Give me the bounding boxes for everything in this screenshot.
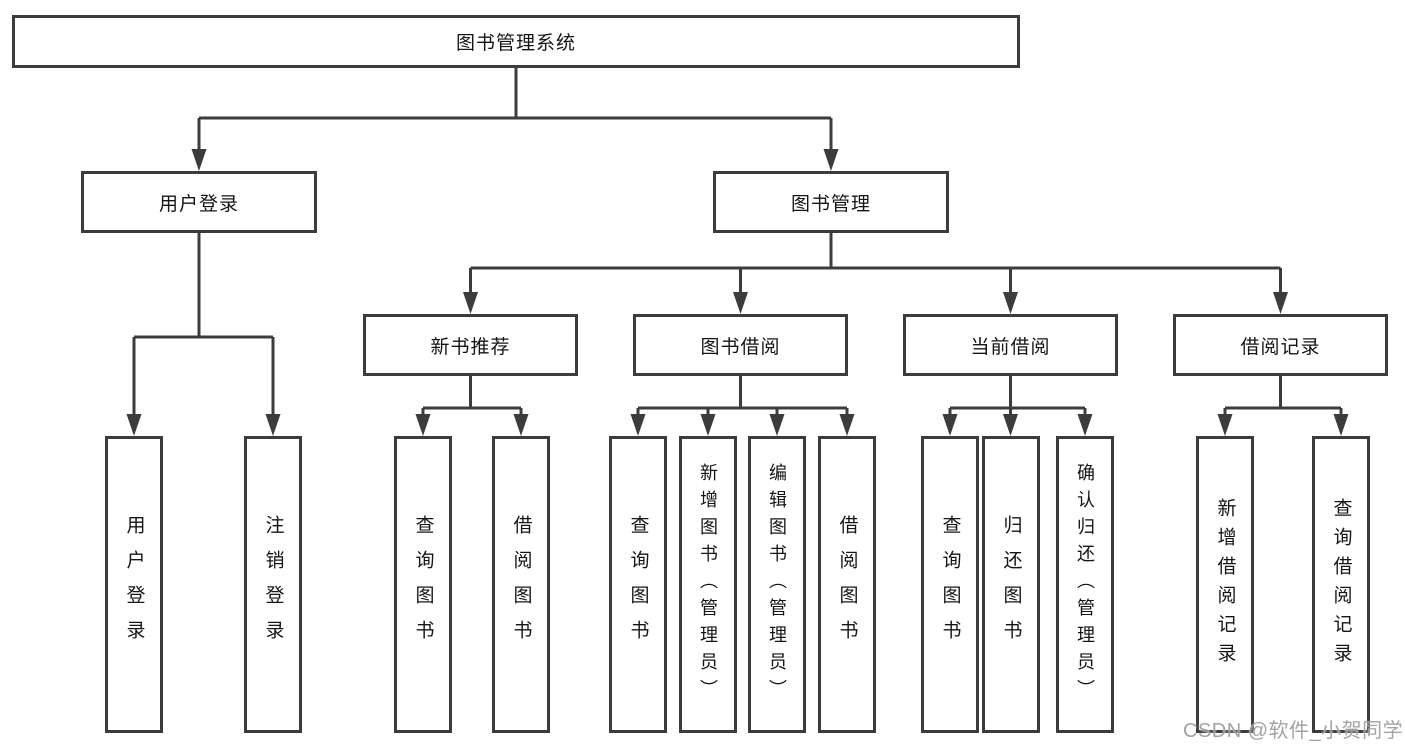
node-add-books-admin-label: 新增图书（管理员） [698, 463, 718, 706]
node-add-borrow-record-label: 新增借阅记录 [1214, 497, 1236, 672]
node-current-borrowing: 当前借阅 [903, 314, 1118, 376]
node-book-borrowing-label: 图书借阅 [700, 336, 781, 358]
node-book-borrowing: 图书借阅 [633, 314, 848, 376]
node-recommend-query-books: 查询图书 [394, 436, 452, 733]
node-borrowing-query-books-label: 查询图书 [627, 514, 649, 655]
node-user-login-label: 用户登录 [158, 193, 239, 215]
node-logout-leaf: 注销登录 [244, 436, 302, 733]
node-return-books-label: 归还图书 [1000, 514, 1022, 655]
node-recommend-borrow-books-label: 借阅图书 [510, 514, 532, 655]
node-add-borrow-record: 新增借阅记录 [1196, 436, 1254, 733]
node-library-system: 图书管理系统 [12, 15, 1020, 68]
node-book-management: 图书管理 [713, 171, 949, 233]
node-new-book-recommendation: 新书推荐 [363, 314, 578, 376]
node-query-borrow-record: 查询借阅记录 [1312, 436, 1370, 733]
node-user-login-leaf-label: 用户登录 [123, 514, 145, 655]
node-return-books: 归还图书 [982, 436, 1040, 733]
node-recommend-query-books-label: 查询图书 [412, 514, 434, 655]
arrowheads [126, 149, 1349, 436]
node-query-borrow-record-label: 查询借阅记录 [1330, 497, 1352, 672]
node-edit-books-admin-label: 编辑图书（管理员） [767, 463, 787, 706]
node-current-query-books: 查询图书 [921, 436, 979, 733]
node-current-borrowing-label: 当前借阅 [970, 336, 1051, 358]
node-confirm-return-admin-label: 确认归还（管理员） [1075, 463, 1095, 706]
node-current-query-books-label: 查询图书 [939, 514, 961, 655]
csdn-watermark: CSDN @软件_小贺同学 [1183, 720, 1404, 742]
node-borrowing-records-label: 借阅记录 [1240, 336, 1321, 358]
node-confirm-return-admin: 确认归还（管理员） [1056, 436, 1114, 733]
node-borrowing-records: 借阅记录 [1173, 314, 1388, 376]
node-add-books-admin: 新增图书（管理员） [679, 436, 737, 733]
node-new-book-recommendation-label: 新书推荐 [430, 336, 511, 358]
node-library-system-label: 图书管理系统 [455, 33, 576, 54]
node-book-management-label: 图书管理 [790, 193, 871, 215]
node-borrowing-query-books: 查询图书 [609, 436, 667, 733]
node-user-login: 用户登录 [81, 171, 317, 233]
node-edit-books-admin: 编辑图书（管理员） [748, 436, 806, 733]
node-logout-leaf-label: 注销登录 [262, 514, 284, 655]
node-recommend-borrow-books: 借阅图书 [492, 436, 550, 733]
node-borrowing-borrow-books-label: 借阅图书 [836, 514, 858, 655]
node-user-login-leaf: 用户登录 [105, 436, 163, 733]
node-borrowing-borrow-books: 借阅图书 [818, 436, 876, 733]
